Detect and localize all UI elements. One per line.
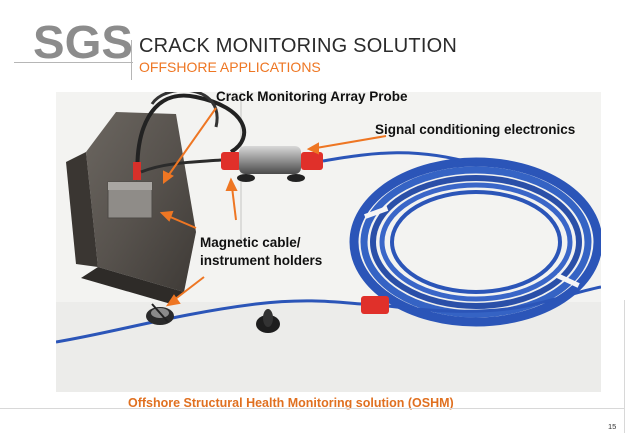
magnetic-holder-right — [256, 309, 280, 333]
label-magnetic-line2: instrument holders — [200, 253, 323, 268]
sgs-logo: SGS — [33, 18, 133, 68]
signal-conditioning-unit — [140, 146, 323, 182]
footer-side-divider — [624, 300, 625, 433]
inline-connector — [361, 296, 389, 314]
callout-arrows — [159, 107, 387, 307]
magnetic-holder-left — [146, 303, 174, 325]
label-magnetic-line1: Magnetic cable/ — [200, 235, 301, 250]
equipment-photo — [56, 92, 601, 392]
page-number: 15 — [608, 422, 617, 431]
svg-text:SGS: SGS — [33, 18, 133, 68]
label-magnetic-holders: Magnetic cable/ instrument holders — [200, 234, 322, 270]
header-divider-vertical — [131, 40, 132, 80]
array-probe-box — [107, 181, 153, 219]
slide-title: CRACK MONITORING SOLUTION — [139, 35, 457, 57]
slide-subtitle: OFFSHORE APPLICATIONS — [139, 59, 321, 75]
header-divider-horizontal — [14, 62, 133, 63]
footer-divider — [0, 408, 625, 409]
slide-caption: Offshore Structural Health Monitoring so… — [128, 396, 454, 410]
label-signal-conditioning: Signal conditioning electronics — [375, 122, 576, 137]
label-array-probe: Crack Monitoring Array Probe — [216, 89, 408, 104]
blue-cable-coil — [349, 157, 601, 327]
